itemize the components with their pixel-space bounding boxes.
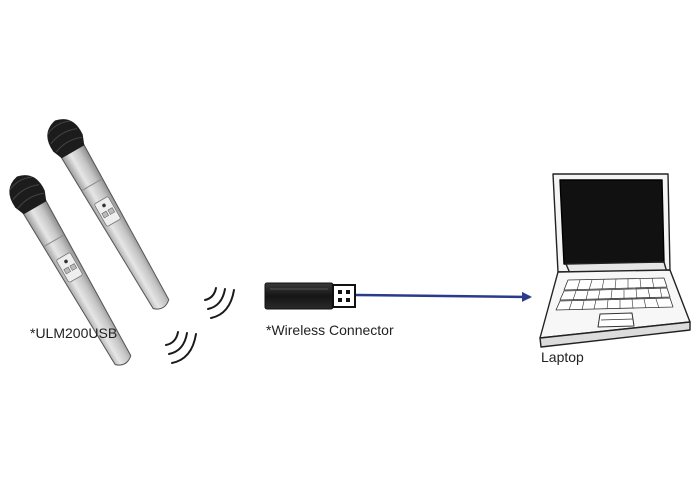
microphone-right-icon bbox=[47, 119, 170, 310]
signal-waves-lower-icon bbox=[165, 331, 197, 364]
laptop-label: Laptop bbox=[541, 349, 584, 365]
microphone-left-icon bbox=[9, 175, 132, 366]
wireless-connector-label: *Wireless Connector bbox=[266, 322, 394, 338]
signal-waves-upper-icon bbox=[204, 287, 235, 319]
laptop-icon bbox=[539, 173, 691, 348]
usb-connector-icon bbox=[264, 282, 356, 310]
connection-arrow-icon bbox=[355, 291, 532, 302]
microphones-label: *ULM200USB bbox=[30, 325, 118, 341]
